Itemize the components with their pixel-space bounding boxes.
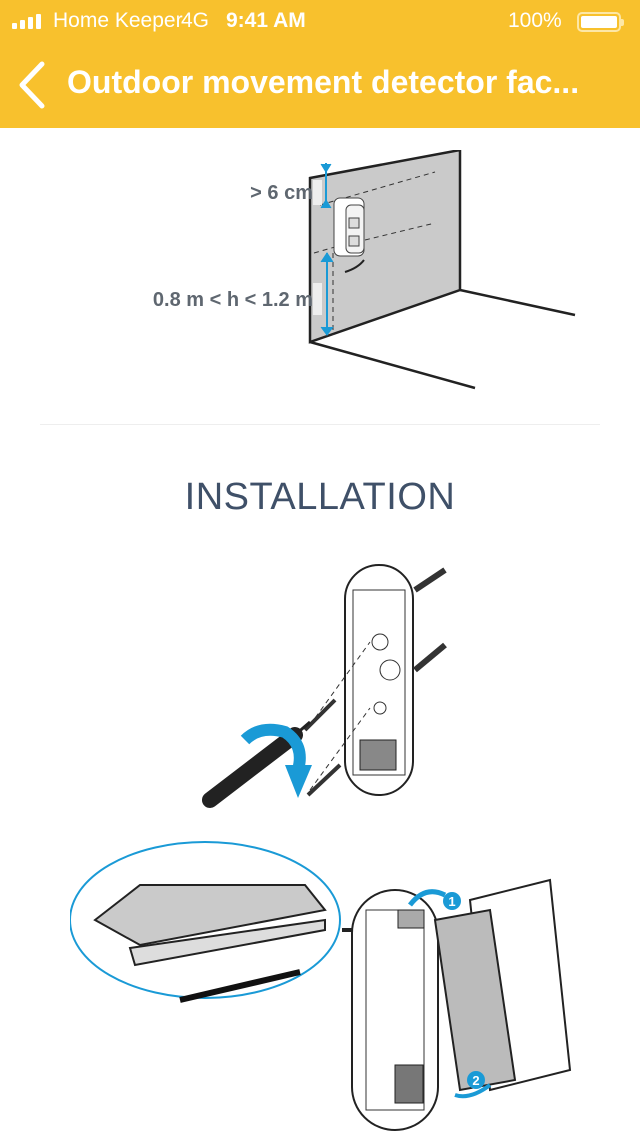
signal-icon <box>12 14 41 29</box>
page-title: Outdoor movement detector fac... <box>67 64 580 100</box>
network: 4G <box>181 9 210 32</box>
step-1-badge: 1 <box>448 894 455 909</box>
chevron-left-icon <box>19 61 45 109</box>
carrier: Home Keeper <box>53 9 183 32</box>
status-bar: Home Keeper 4G 9:41 AM 100% <box>0 6 640 36</box>
height-range-label: 0.8 m < h < 1.2 m <box>153 289 313 311</box>
divider <box>40 424 600 425</box>
nav-header: Home Keeper 4G 9:41 AM 100% Outdoor move… <box>0 0 640 128</box>
top-clearance-label: > 6 cm <box>250 182 313 204</box>
battery-icon <box>577 12 624 32</box>
section-title: INSTALLATION <box>184 476 456 518</box>
clock: 9:41 AM <box>226 9 306 32</box>
back-button[interactable] <box>14 60 54 110</box>
mounting-height-diagram: > 6 cm 0.8 m < h < 1.2 m <box>153 150 576 390</box>
step-2-badge: 2 <box>472 1073 479 1088</box>
battery-insertion-illustration: 1 2 <box>70 841 572 1131</box>
battery-percent: 100% <box>508 9 562 32</box>
screw-mounting-illustration <box>202 564 447 808</box>
